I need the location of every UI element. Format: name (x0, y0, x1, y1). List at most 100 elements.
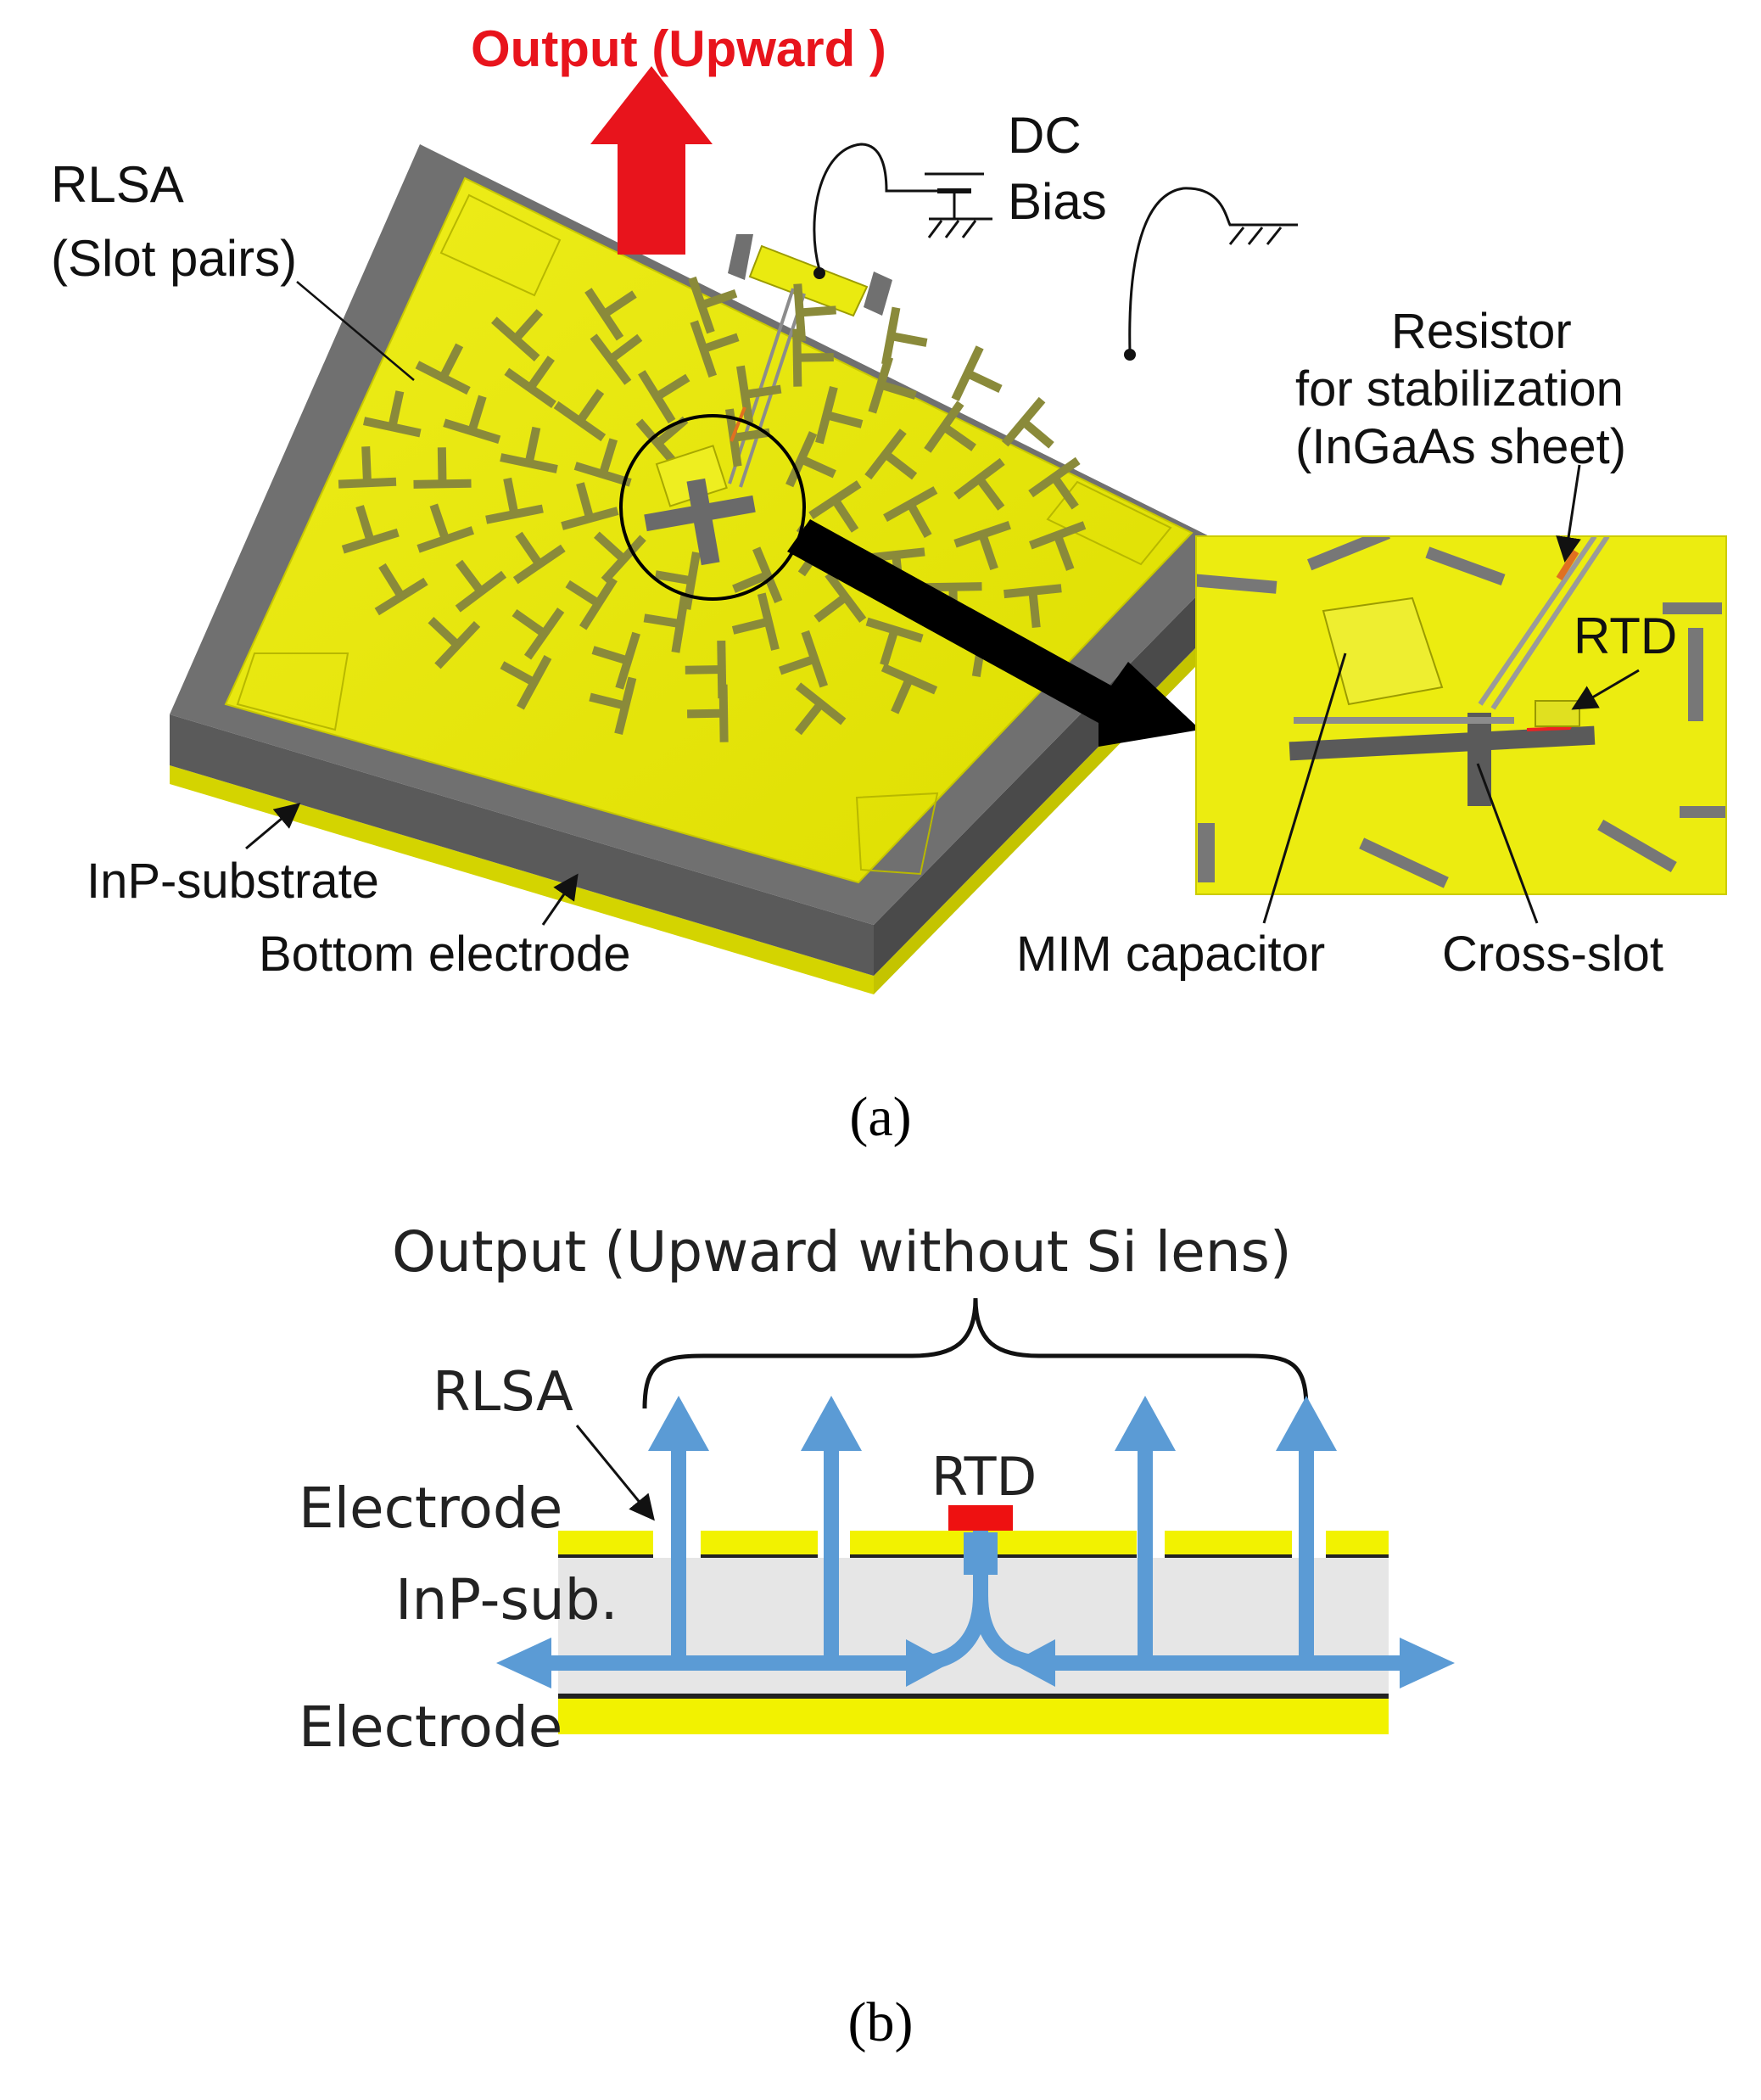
bias-pad-notch (864, 272, 892, 316)
slot-pair (924, 400, 976, 453)
leader-substrate (245, 803, 301, 850)
slot-pair (443, 395, 501, 445)
leader-rlsa (296, 281, 415, 381)
ground-wire (1128, 187, 1281, 353)
bias-pad-notch (728, 234, 753, 280)
rlsa-slot-array (338, 276, 1087, 742)
slot-pair (953, 521, 1011, 571)
cross-slot (686, 478, 720, 566)
slot-pair (341, 505, 400, 554)
cross-slot-label: Cross-slot (1442, 927, 1663, 982)
slot-pairs-label: (Slot pairs) (51, 230, 297, 287)
inp-label: InP-sub. (395, 1567, 618, 1632)
slot-pair (785, 431, 836, 488)
slot-pair (794, 682, 847, 736)
leader-cross-slot (1476, 763, 1539, 924)
resistor-label-3: (InGaAs sheet) (1295, 419, 1626, 474)
slot-pair (1028, 456, 1081, 510)
beam-arrows (543, 1442, 1408, 1671)
slot-pair (413, 447, 472, 489)
bias-pad (748, 244, 869, 317)
resistor-label-1: Resistor (1391, 304, 1572, 359)
slot-pair (1029, 521, 1087, 571)
slot-pair (374, 563, 428, 616)
slot-pair (793, 283, 836, 342)
slot-pair (573, 438, 632, 487)
slot-pair (864, 428, 918, 480)
caption-b: (b) (848, 1991, 914, 2053)
slot-pair (792, 328, 834, 387)
slot-pair (635, 416, 689, 468)
slot-pair (428, 617, 481, 669)
bias-label: Bias (1008, 173, 1107, 230)
slot-pair (553, 389, 607, 442)
bottom-electrode-b (558, 1694, 1389, 1699)
panel-b: Output (Upward without Si lens) RLSA RTD… (299, 1219, 1455, 2053)
output-arrow (590, 66, 713, 255)
slot-pair (638, 370, 690, 424)
substrate-front-face (170, 714, 874, 976)
slot-pair (500, 426, 558, 473)
slot-pair (865, 617, 924, 667)
slot-pair (589, 676, 637, 736)
slot-pair (880, 663, 938, 714)
slot-pair (415, 343, 471, 395)
beam-arrowheads (496, 1396, 1455, 1688)
zoom-circle (619, 414, 806, 601)
slot-pair (868, 356, 917, 414)
electrode-bottom-label: Electrode (299, 1694, 562, 1760)
slot-pair (591, 631, 640, 690)
leader-rtd (1571, 669, 1640, 710)
slot-pair (731, 592, 780, 651)
output-label-b: Output (Upward without Si lens) (392, 1219, 1292, 1285)
bottom-electrode-label: Bottom electrode (259, 927, 630, 982)
leader-resistor (1556, 464, 1581, 563)
slot-pair (687, 684, 729, 742)
bottom-electrode-b-gold (558, 1699, 1389, 1734)
slot-pair (690, 320, 740, 378)
slot-pair (362, 390, 422, 438)
slot-pair (732, 546, 783, 604)
rtd-label-a: RTD (1574, 608, 1677, 664)
panel-a: Output (Upward ) RLSA (Slot pairs) DC Bi… (51, 20, 1727, 1148)
output-label-a: Output (Upward ) (471, 20, 886, 77)
slot-pair (685, 641, 727, 699)
rlsa-label-b: RLSA (433, 1361, 573, 1424)
slot-pair (951, 345, 1003, 401)
slot-pair (736, 365, 782, 424)
slot-pair (416, 503, 475, 553)
bias-wire (813, 143, 942, 271)
corner-pad (236, 652, 349, 731)
inset-frame (1196, 536, 1726, 894)
substrate-right-face (874, 552, 1240, 976)
slot-pair (778, 630, 828, 688)
slot-pair (565, 576, 618, 630)
leader-bottom-electrode (541, 873, 579, 926)
slot-pair (455, 559, 507, 613)
dc-bias-wiring (813, 143, 1298, 361)
slot-pair (485, 477, 544, 524)
rlsa-label-a: RLSA (51, 156, 184, 213)
slot-pair (883, 486, 938, 539)
slot-pair (594, 531, 646, 584)
output-brace (642, 1297, 1309, 1409)
slot-pair (584, 288, 637, 341)
feed-line (728, 288, 795, 484)
leader-rlsa-b (575, 1425, 655, 1521)
slot-pair (1003, 584, 1062, 628)
rtd-block-b (948, 1505, 1013, 1531)
dc-label: DC (1008, 107, 1082, 164)
mim-label: MIM capacitor (1016, 927, 1325, 982)
caption-a: (a) (849, 1086, 911, 1148)
inset-view (1195, 535, 1727, 895)
slot-pair (338, 446, 397, 489)
slot-pair (561, 482, 619, 530)
slot-pair (813, 571, 867, 623)
corner-pad (855, 792, 939, 876)
substrate-label: InP-substrate (87, 854, 379, 909)
slot-pair (512, 531, 566, 585)
zoom-arrow (787, 519, 1200, 747)
corner-pad (1046, 480, 1172, 566)
slot-pair (590, 333, 643, 385)
